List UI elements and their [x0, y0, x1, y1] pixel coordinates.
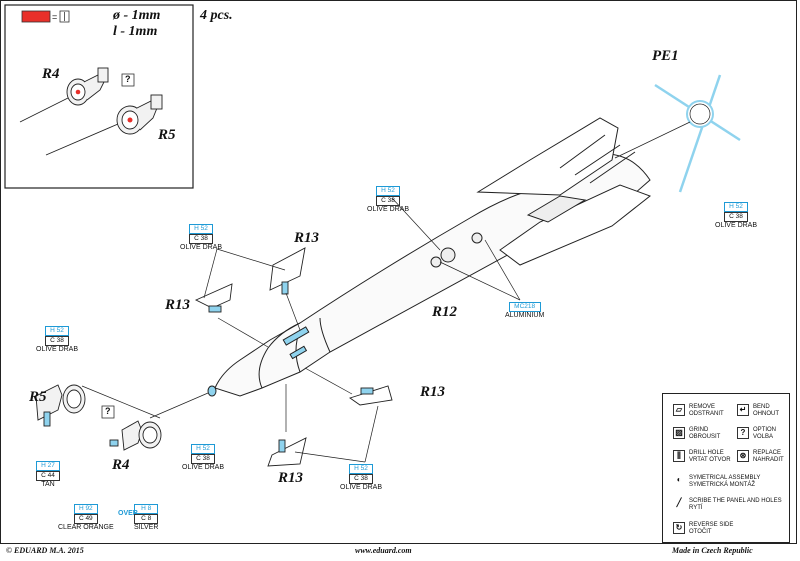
- inset-r5-fuse: [45, 94, 163, 156]
- legend-item-option: ?OPTION VOLBA: [737, 427, 776, 441]
- pe1-arrow: [614, 121, 691, 159]
- length-label: l - 1mm: [113, 24, 158, 39]
- r13-fins: [194, 247, 393, 467]
- footer-copyright: © EDUARD M.A. 2015: [6, 546, 84, 555]
- r4-fuse: [109, 420, 162, 451]
- option-icon: ?: [737, 427, 749, 439]
- r5-label: R5: [29, 389, 47, 405]
- red-swatch: [21, 10, 51, 23]
- legend-item-drill: ⫼DRILL HOLE VRTAT OTVOR: [673, 450, 731, 464]
- legend-item-bend: ↵BEND OHNOUT: [737, 404, 779, 418]
- inset-r5-label: R5: [158, 127, 176, 143]
- diameter-label: ø - 1mm: [113, 8, 161, 23]
- pe1-cross: [654, 74, 741, 193]
- inset-box: [4, 4, 194, 189]
- leader-lines: [81, 197, 521, 463]
- r4-label: R4: [112, 457, 130, 473]
- inset-r4-fuse: [19, 67, 109, 123]
- legend-item-grind: ▨GRIND OBROUSIT: [673, 427, 720, 441]
- inset-r4-label: R4: [42, 66, 60, 82]
- r13-top-label: R13: [294, 230, 320, 246]
- legend-item-replace: ⊛REPLACE NAHRADIT: [737, 450, 784, 464]
- reverse-icon: ↻: [673, 522, 685, 534]
- over-label: OVER: [118, 510, 138, 517]
- bend-icon: ↵: [737, 404, 749, 416]
- r13-left-label: R13: [165, 297, 191, 313]
- symbol-legend: ▱REMOVE ODSTRANIT ↵BEND OHNOUT ▨GRIND OB…: [662, 393, 790, 543]
- r13-bottom-label: R13: [278, 470, 304, 486]
- legend-item-remove: ▱REMOVE ODSTRANIT: [673, 404, 724, 418]
- sheet-frame: [0, 0, 797, 544]
- legend-item-scribe: ╱SCRIBE THE PANEL AND HOLES RYTÍ: [673, 498, 782, 512]
- grind-icon: ▨: [673, 427, 685, 439]
- scribe-icon: ╱: [676, 498, 682, 507]
- r5-fuse: [35, 384, 86, 427]
- legend-item-symmetrical: ◐SYMETRICAL ASSEMBLY SYMETRICKÁ MONTÁŽ: [673, 475, 761, 489]
- bomb-body: [207, 117, 652, 397]
- r13-right-label: R13: [420, 384, 446, 400]
- drill-icon: ⫼: [673, 450, 685, 462]
- quantity-label: 4 pcs.: [200, 8, 233, 23]
- footer-website[interactable]: www.eduard.com: [355, 546, 412, 555]
- option-symbol: ?: [105, 406, 111, 416]
- symmetrical-icon: ◐: [676, 475, 682, 484]
- legend-item-reverse: ↻REVERSE SIDE OTOČIT: [673, 522, 733, 536]
- inset-option-symbol: ?: [125, 74, 131, 84]
- pe1-label: PE1: [652, 48, 679, 64]
- r12-label: R12: [432, 304, 458, 320]
- footer-made-in: Made in Czech Republic: [672, 546, 753, 555]
- replace-icon: ⊛: [737, 450, 749, 462]
- svg-text:=: =: [52, 12, 57, 22]
- remove-icon: ▱: [673, 404, 685, 416]
